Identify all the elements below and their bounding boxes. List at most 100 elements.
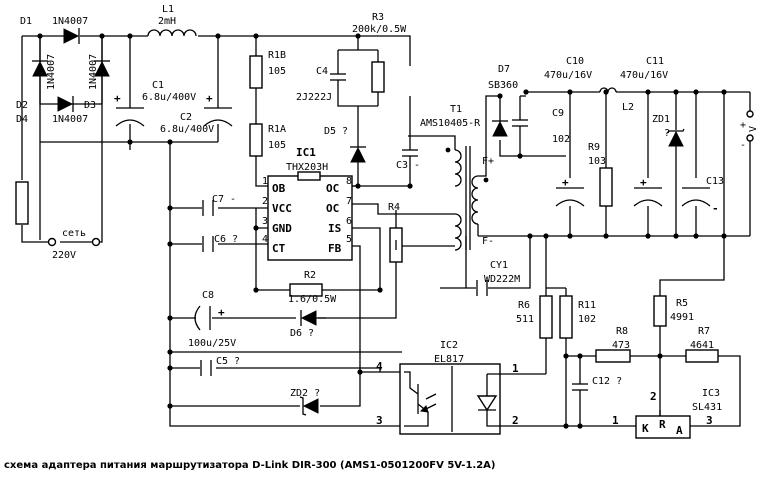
- output-minus-sign: -: [740, 140, 746, 151]
- pin-num-3: 3: [262, 216, 268, 227]
- label-C12: C12 ?: [592, 376, 622, 387]
- label-D1-value: 1N4007: [52, 16, 88, 27]
- zener-ZD2: [299, 396, 319, 416]
- label-R11: R11: [578, 300, 596, 311]
- svg-text:+: +: [218, 306, 225, 319]
- label-C13: C13: [706, 176, 724, 187]
- resistor-R4: [389, 227, 403, 263]
- label-D7: D7: [498, 64, 510, 75]
- label-C3: C3 -: [396, 160, 420, 171]
- label-R1A: R1A: [268, 124, 286, 135]
- label-F-minus: F-: [482, 236, 494, 247]
- capacitor-C10: [555, 187, 585, 207]
- resistor-R1A: [249, 123, 263, 157]
- ic3-pin-2: 2: [650, 390, 657, 403]
- label-C5: C5 ?: [216, 356, 240, 367]
- pin-CT: CT: [272, 242, 286, 255]
- diode-D6: [300, 310, 317, 326]
- inductor-L2: [599, 87, 617, 93]
- label-D6: D6 ?: [290, 328, 314, 339]
- label-CY1: CY1: [490, 260, 508, 271]
- label-C1: C1: [152, 80, 164, 91]
- label-R1B-value: 105: [268, 66, 286, 77]
- svg-text:-: -: [712, 202, 719, 215]
- ic3-pin-A: A: [676, 424, 683, 437]
- diode-D5: [350, 120, 366, 163]
- label-ZD1: ZD1: [652, 114, 670, 125]
- resistor-R3: [371, 61, 385, 93]
- label-C9-value: 102: [552, 134, 570, 145]
- mains-terminal-right: [91, 237, 101, 247]
- diode-D7: [492, 120, 508, 137]
- output-terminal-plus: [746, 110, 754, 118]
- pin-num-1: 1: [262, 176, 268, 187]
- label-R3: R3: [372, 12, 384, 23]
- label-IC3-value: SL431: [692, 402, 722, 413]
- svg-text:+: +: [640, 176, 647, 189]
- label-D3: D3: [84, 100, 96, 111]
- mains-terminal-left: [47, 237, 57, 247]
- resistor-R6: [539, 295, 553, 339]
- label-C11-value: 470u/16V: [620, 70, 668, 81]
- pin-num-4: 4: [262, 234, 268, 245]
- label-C6: C6 ?: [214, 234, 238, 245]
- capacitor-CY1: [476, 280, 488, 296]
- ic2-optocoupler: [399, 363, 501, 435]
- pin-num-7: 7: [346, 196, 352, 207]
- label-R3-value: 200k/0.5W: [352, 24, 407, 35]
- label-R9-value: 103: [588, 156, 606, 167]
- label-T1-value: AMS10405-R: [420, 118, 481, 129]
- label-ZD1-question: ?: [664, 128, 670, 139]
- pin-OC-2: OC: [326, 202, 339, 215]
- label-mains-voltage: 220V: [52, 250, 76, 261]
- ic2-pin-4: 4: [376, 360, 383, 373]
- capacitor-C1: [115, 107, 145, 127]
- component-labels: D1 1N4007 D2 D3 D4 1N4007 1N4007 1N4007 …: [4, 4, 759, 471]
- label-C8: C8: [202, 290, 214, 301]
- pin-FB: FB: [328, 242, 342, 255]
- svg-text:+: +: [562, 176, 569, 189]
- label-R5-value: 4991: [670, 312, 694, 323]
- junctions: [37, 33, 727, 429]
- inductor-L1: [147, 29, 197, 37]
- diode-D1: [63, 28, 80, 44]
- resistor-R11: [559, 295, 573, 339]
- capacitor-C5: [200, 360, 212, 376]
- pin-IS: IS: [328, 222, 341, 235]
- label-R2: R2: [304, 270, 316, 281]
- ic2-pin-2: 2: [512, 414, 519, 427]
- label-mains: сеть: [62, 228, 86, 239]
- zener-ZD1: [667, 128, 685, 147]
- label-C4-value: 2J222J: [296, 92, 332, 103]
- ic2-pin-1: 1: [512, 362, 519, 375]
- label-D4-value: 1N4007: [52, 114, 88, 125]
- ic3-pin-K: K: [642, 422, 649, 435]
- label-C9: C9: [552, 108, 564, 119]
- label-C10-value: 470u/16V: [544, 70, 592, 81]
- label-R11-value: 102: [578, 314, 596, 325]
- pin-num-2: 2: [262, 196, 268, 207]
- label-R1A-value: 105: [268, 140, 286, 151]
- label-IC2: IC2: [440, 340, 458, 351]
- resistor-R7: [685, 349, 719, 363]
- ic3-pin-R: R: [659, 418, 666, 431]
- svg-text:+: +: [114, 92, 121, 105]
- label-D2-value: 1N4007: [46, 54, 57, 90]
- label-R9: R9: [588, 142, 600, 153]
- label-R5: R5: [676, 298, 688, 309]
- ic1-chip: [267, 171, 353, 261]
- label-R4: R4: [388, 202, 400, 213]
- label-IC3: IC3: [702, 388, 720, 399]
- label-C11: C11: [646, 56, 664, 67]
- capacitor-C2: [203, 107, 233, 127]
- label-CY1-value: WD222M: [484, 274, 520, 285]
- label-C2: C2: [180, 112, 192, 123]
- label-R6: R6: [518, 300, 530, 311]
- label-ZD2: ZD2 ?: [290, 388, 320, 399]
- ic3-pin-1: 1: [612, 414, 619, 427]
- output-terminal-minus: [746, 134, 754, 142]
- label-L1: L1: [162, 4, 174, 15]
- capacitor-C12: [572, 376, 588, 398]
- label-L2: L2: [622, 102, 634, 113]
